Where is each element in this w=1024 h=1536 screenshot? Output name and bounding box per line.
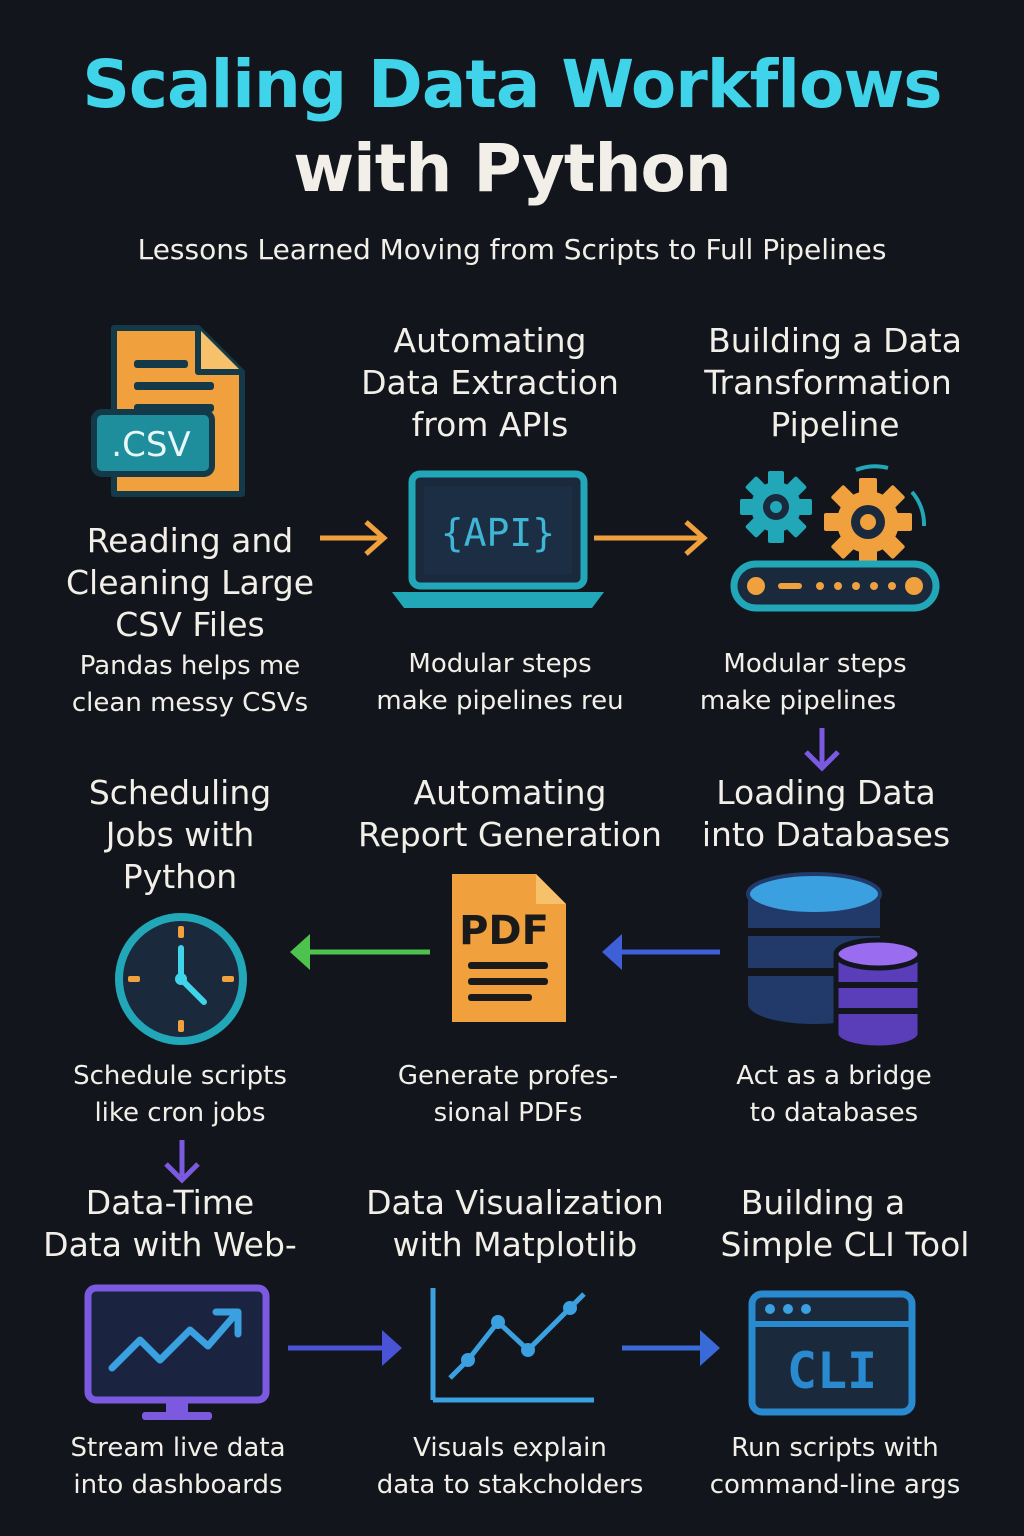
step-title-line: Loading Data [716, 773, 936, 812]
cli-icon-text: CLI [787, 1342, 877, 1400]
step-caption-schedule: Schedule scripts like cron jobs [30, 1058, 330, 1132]
step-title-database: Loading Data into Databases [676, 772, 976, 856]
monitor-chart-icon [84, 1284, 270, 1420]
arrow-left-icon [290, 934, 430, 970]
step-caption-line: make pipelines reu [376, 686, 624, 716]
step-caption-line: Visuals explain [413, 1433, 607, 1463]
laptop-api-icon: {API} [392, 470, 604, 608]
step-title-line: Python [122, 857, 238, 896]
step-title-line: Data with Web- [43, 1225, 297, 1264]
step-title-line: Simple CLI Tool [720, 1225, 970, 1264]
step-title-realtime: Data-Time Data with Web- [20, 1182, 320, 1266]
step-caption-transform: Modular steps make pipelines [660, 646, 970, 720]
gears-conveyor-icon [730, 464, 940, 612]
step-caption-visualization: Visuals explain data to stakcholders [350, 1430, 670, 1504]
database-icon [746, 872, 923, 1050]
clock-icon [115, 913, 247, 1045]
step-caption-line: Stream live data [70, 1433, 286, 1463]
step-title-line: Building a Data [708, 321, 962, 360]
step-caption-line: clean messy CSVs [71, 688, 309, 718]
arrow-right-icon [288, 1330, 402, 1366]
step-caption-line: sional PDFs [433, 1098, 583, 1128]
csv-icon-text: .CSV [111, 425, 190, 465]
csv-file-icon: .CSV [91, 325, 245, 497]
step-title-line: Scheduling [88, 773, 272, 812]
step-title-line: Jobs with [105, 815, 255, 854]
cli-window-icon: CLI [748, 1290, 916, 1416]
step-title-line: Data Visualization [366, 1183, 664, 1222]
step-title-line: with Matplotlib [392, 1225, 638, 1264]
step-caption-line: into dashboards [73, 1470, 283, 1500]
step-title-line: Reading and [86, 521, 294, 560]
arrow-right-icon [622, 1330, 720, 1366]
step-caption-api: Modular steps make pipelines reu [340, 646, 660, 720]
api-icon-text: {API} [441, 511, 555, 555]
step-title-line: Data-Time [85, 1183, 255, 1222]
step-caption-line: Schedule scripts [73, 1061, 287, 1091]
step-title-line: Cleaning Large [65, 563, 314, 602]
step-title-line: into Databases [701, 815, 951, 854]
line-chart-icon [430, 1288, 594, 1403]
step-caption-line: to databases [749, 1098, 919, 1128]
pdf-document-icon: PDF [452, 874, 566, 1022]
step-caption-line: Modular steps [408, 649, 592, 679]
step-title-line: Automating [413, 773, 607, 812]
step-title-line: Automating [393, 321, 587, 360]
step-caption-line: Generate profes- [397, 1061, 619, 1091]
step-title-line: Report Generation [358, 815, 662, 854]
step-title-line: Building a [740, 1183, 906, 1222]
step-title-line: CSV Files [115, 605, 265, 644]
step-caption-line: Act as a bridge [736, 1061, 932, 1091]
step-caption-report: Generate profes- sional PDFs [358, 1058, 658, 1132]
step-title-report: Automating Report Generation [350, 772, 670, 856]
step-title-api: Automating Data Extraction from APIs [330, 320, 650, 446]
step-caption-line: Modular steps [723, 649, 907, 679]
step-caption-line: command-line args [709, 1470, 961, 1500]
step-title-line: Transformation [704, 363, 952, 402]
step-caption-csv: Pandas helps me clean messy CSVs [40, 648, 340, 722]
arrow-left-icon [602, 934, 720, 970]
step-title-line: Pipeline [770, 405, 900, 444]
page-title: Scaling Data Workflows [82, 46, 942, 123]
arrow-down-icon [804, 728, 840, 772]
pdf-icon-text: PDF [459, 908, 549, 954]
step-caption-realtime: Stream live data into dashboards [28, 1430, 328, 1504]
step-title-line: from APIs [411, 405, 569, 444]
arrow-right-icon [320, 520, 388, 556]
step-caption-line: Pandas helps me [79, 651, 301, 681]
step-caption-line: data to stakcholders [376, 1470, 644, 1500]
step-title-cli: Building a Simple CLI Tool [690, 1182, 1000, 1266]
arrow-right-icon [594, 520, 708, 556]
step-caption-line: make pipelines [699, 686, 897, 716]
step-title-csv: Reading and Cleaning Large CSV Files [40, 520, 340, 646]
step-caption-database: Act as a bridge to databases [684, 1058, 984, 1132]
arrow-down-icon [164, 1140, 200, 1184]
step-title-transform: Building a Data Transformation Pipeline [680, 320, 990, 446]
step-caption-line: Run scripts with [731, 1433, 939, 1463]
step-title-schedule: Scheduling Jobs with Python [40, 772, 320, 898]
page-subtitle: Lessons Learned Moving from Scripts to F… [137, 233, 887, 266]
step-title-visualization: Data Visualization with Matplotlib [340, 1182, 690, 1266]
page-title-line-2: with Python [293, 130, 732, 207]
step-caption-cli: Run scripts with command-line args [680, 1430, 990, 1504]
step-title-line: Data Extraction [361, 363, 619, 402]
step-caption-line: like cron jobs [94, 1098, 266, 1128]
